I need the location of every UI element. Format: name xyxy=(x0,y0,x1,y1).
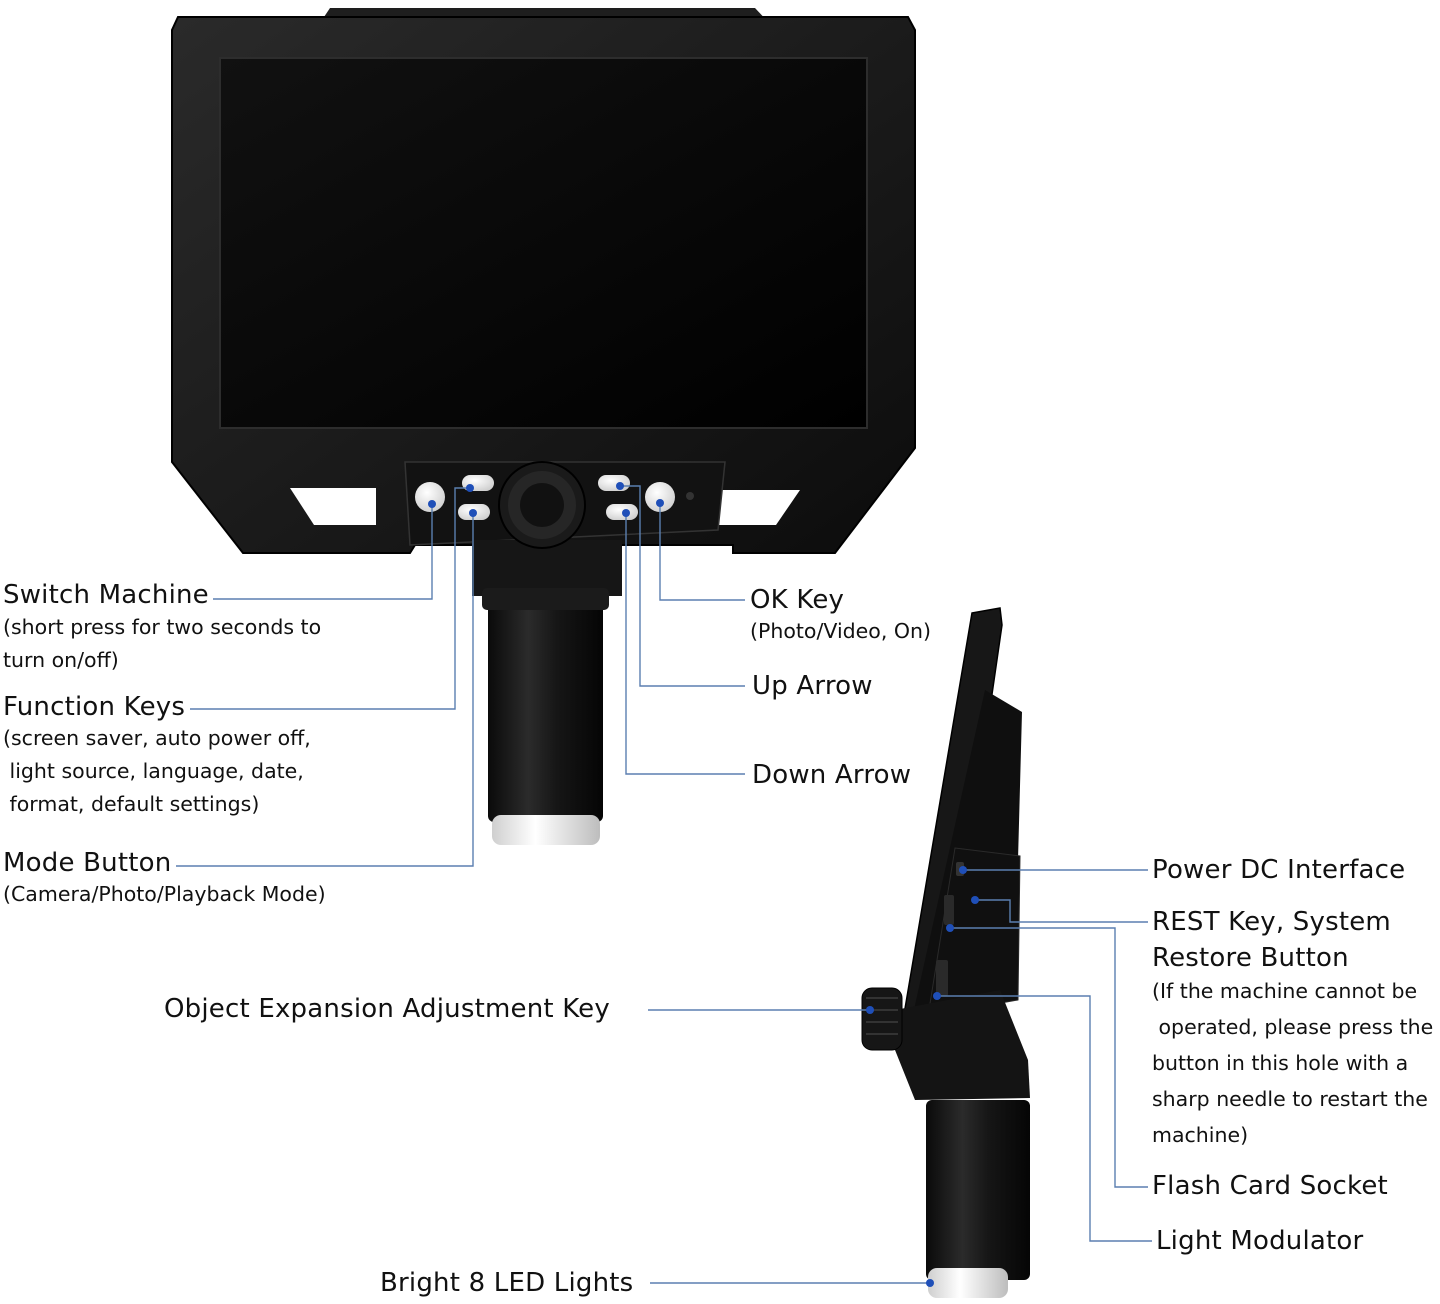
mode-button-leader-line xyxy=(176,513,474,867)
rest-key-detail-5: machine) xyxy=(1152,1123,1249,1147)
rest-key-detail-2: operated, please press the xyxy=(1152,1015,1434,1039)
leader-lines xyxy=(176,482,1152,1287)
function-keys-detail-1: (screen saver, auto power off, xyxy=(3,726,311,750)
front-view xyxy=(171,8,916,845)
object-expansion-title: Object Expansion Adjustment Key xyxy=(164,994,610,1024)
function-keys-title: Function Keys xyxy=(3,692,186,722)
rest-key-detail-1: (If the machine cannot be xyxy=(1152,979,1418,1003)
rest-key-marker-dot xyxy=(971,896,979,904)
led-lights-marker-dot xyxy=(926,1279,934,1287)
switch-machine-title: Switch Machine xyxy=(3,580,209,610)
function-keys-marker-dot xyxy=(466,484,474,492)
side-lens-tube xyxy=(926,1100,1030,1280)
switch-machine-button[interactable] xyxy=(415,482,445,512)
up-arrow-marker-dot xyxy=(616,482,624,490)
neck xyxy=(472,540,622,596)
ok-key-button[interactable] xyxy=(645,482,675,512)
up-arrow-title: Up Arrow xyxy=(752,671,873,701)
power-dc-title: Power DC Interface xyxy=(1152,855,1406,885)
light-modulator-marker-dot xyxy=(933,992,941,1000)
ok-key-title: OK Key xyxy=(750,585,845,615)
focus-knob xyxy=(498,461,586,549)
light-dial xyxy=(936,960,948,996)
mode-button-marker-dot xyxy=(469,509,477,517)
function-keys-detail-2: light source, language, date, xyxy=(3,759,304,783)
mode-button-detail: (Camera/Photo/Playback Mode) xyxy=(3,882,326,906)
rest-key-leader-line xyxy=(975,899,1148,923)
lcd-screen xyxy=(219,57,868,429)
side-base xyxy=(895,990,1030,1100)
down-arrow-button[interactable] xyxy=(606,504,638,520)
right-wing-cutout xyxy=(710,490,800,525)
card-slot xyxy=(944,895,954,925)
up-arrow-leader-line xyxy=(620,485,745,687)
flash-card-marker-dot xyxy=(946,924,954,932)
function-keys-detail-3: format, default settings) xyxy=(3,792,260,816)
rest-key-title-2: Restore Button xyxy=(1152,943,1349,973)
rest-key-title-1: REST Key, System xyxy=(1152,907,1391,937)
side-focus-knob xyxy=(861,987,903,1051)
switch-machine-marker-dot xyxy=(428,500,436,508)
ok-key-marker-dot xyxy=(656,499,664,507)
mode-button-title: Mode Button xyxy=(3,848,172,878)
led-lights-title: Bright 8 LED Lights xyxy=(380,1268,634,1298)
ok-key-detail: (Photo/Video, On) xyxy=(750,619,931,643)
ok-key-leader-line xyxy=(659,503,745,601)
flash-card-title: Flash Card Socket xyxy=(1152,1171,1388,1201)
led-cap xyxy=(492,815,600,845)
power-dc-marker-dot xyxy=(959,866,967,874)
side-view xyxy=(861,607,1030,1298)
lens-tube xyxy=(488,588,603,822)
side-led-cap xyxy=(928,1268,1008,1298)
side-port-panel xyxy=(927,847,1021,1017)
down-arrow-marker-dot xyxy=(622,509,630,517)
object-expansion-marker-dot xyxy=(866,1006,874,1014)
rest-key-detail-4: sharp needle to restart the xyxy=(1152,1087,1428,1111)
indicator-light xyxy=(686,492,694,500)
down-arrow-title: Down Arrow xyxy=(752,760,912,790)
switch-machine-leader-line xyxy=(213,504,433,600)
up-arrow-button[interactable] xyxy=(598,475,630,491)
function-keys-leader-line xyxy=(190,487,470,710)
flash-card-leader-line xyxy=(950,927,1148,1188)
rest-key-detail-3: button in this hole with a xyxy=(1152,1051,1409,1075)
down-arrow-leader-line xyxy=(625,513,745,775)
switch-machine-detail-2: turn on/off) xyxy=(3,648,119,672)
left-wing-cutout xyxy=(290,488,376,525)
light-modulator-leader-line xyxy=(937,995,1152,1242)
light-modulator-title: Light Modulator xyxy=(1156,1226,1364,1256)
switch-machine-detail-1: (short press for two seconds to xyxy=(3,615,322,639)
